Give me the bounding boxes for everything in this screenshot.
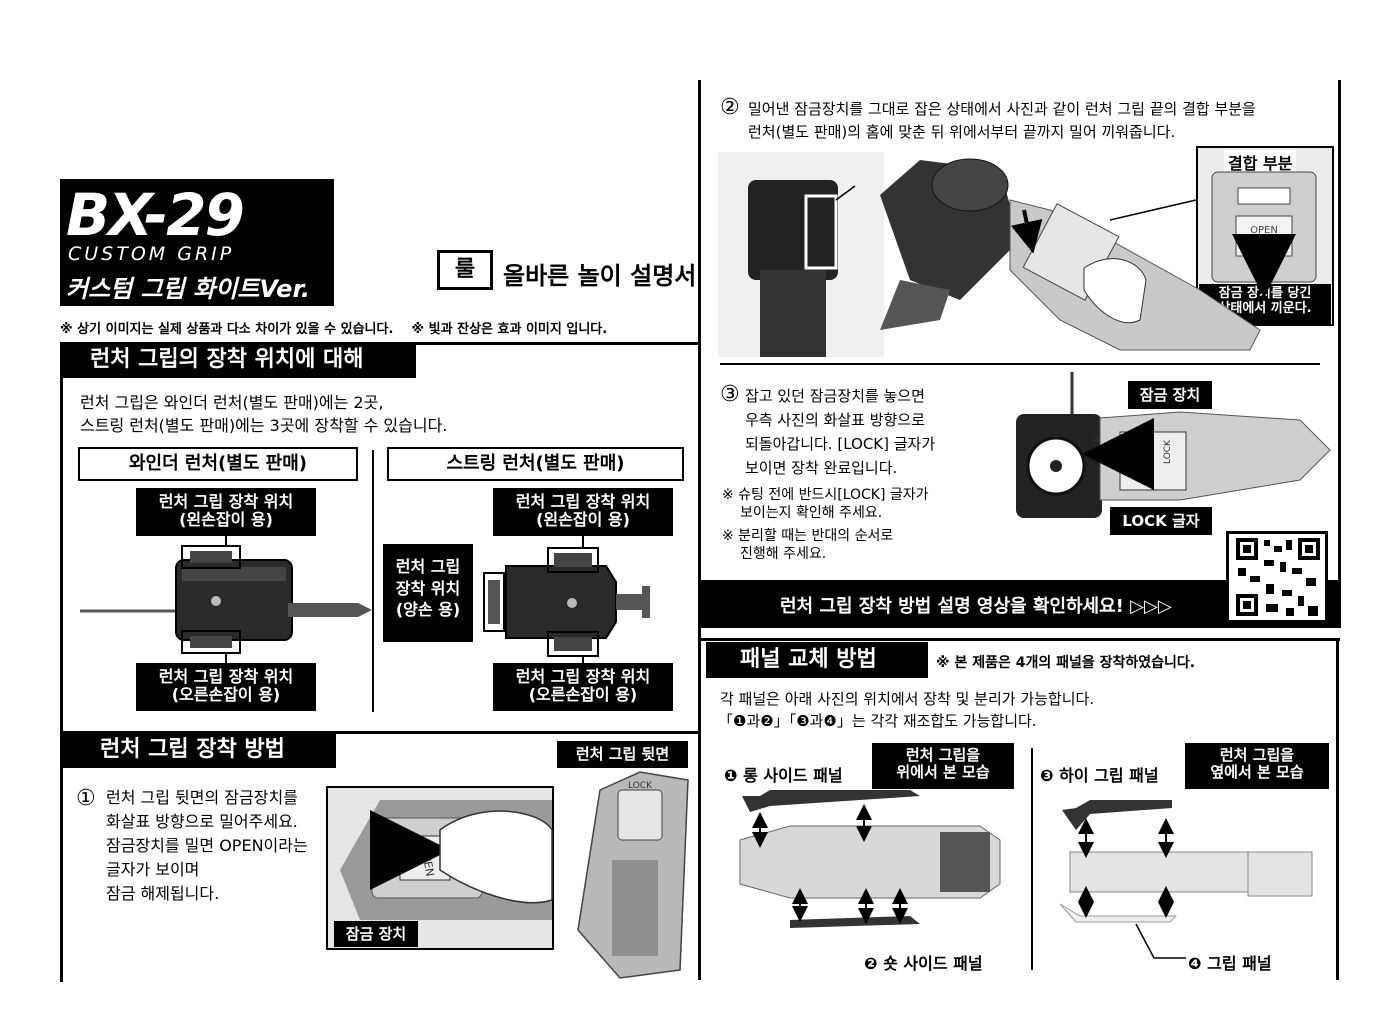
label-line: (오른손잡이 용): [528, 684, 638, 704]
label-line: 상태에서 끼운다.: [1218, 300, 1312, 316]
step3-note1: ※ 슈팅 전에 반드시[LOCK] 글자가 보이는지 확인해 주세요.: [722, 486, 929, 522]
attach-section-title: 런처 그립 장착 방법: [60, 732, 336, 768]
label-line: (오른손잡이 용): [171, 684, 281, 704]
step-line: 화살표 방향으로 밀어주세요.: [106, 812, 298, 831]
step-line: 런처 그립 뒷면의 잠금장치를: [106, 788, 298, 807]
step1-text: 런처 그립 뒷면의 잠금장치를 화살표 방향으로 밀어주세요. 잠금장치를 밀면…: [106, 786, 308, 906]
step-line: 우측 사진의 화살표 방향으로: [745, 411, 925, 429]
rule-title: 올바른 놀이 설명서: [503, 262, 697, 290]
step3-number: ③: [720, 382, 740, 407]
grip-back-view: LOCK: [577, 771, 689, 979]
label-line: 장착 위치: [395, 578, 461, 598]
rule-badge: 룰: [437, 250, 493, 290]
note-line: 진행해 주세요.: [740, 546, 827, 562]
step3-lock-callout: 잠금 장치: [1128, 381, 1212, 409]
winder-pos-right-label: 런처 그립 장착 위치 (오른손잡이 용): [136, 663, 316, 711]
note-line: ※ 분리할 때는 반대의 순서로: [722, 528, 894, 544]
panel-right-frame: [1336, 638, 1339, 980]
step2-line2: 런처(별도 판매)의 홈에 맞춘 뒤 위에서부터 끝까지 밀어 끼워줍니다.: [748, 123, 1176, 141]
label-line: 런처 그립 장착 위치: [515, 492, 651, 511]
label-line: 런처 그립을: [1219, 746, 1295, 764]
panel-note: ※ 본 제품은 4개의 패널을 장착하였습니다.: [936, 655, 1196, 671]
back-view-label: 런처 그립 뒷면: [557, 741, 688, 768]
step-line: 되돌아갑니다. [LOCK] 글자가: [745, 435, 936, 453]
panel-side-view-illustration: [1059, 800, 1313, 959]
step1-lock-callout: 잠금 장치: [334, 921, 418, 947]
step2-number: ②: [720, 95, 740, 120]
label-line: 런처 그립 장착 위치: [158, 492, 294, 511]
winder-launcher-header: 와인더 런처(별도 판매): [78, 447, 358, 481]
label-line: 옆에서 본 모습: [1210, 762, 1304, 781]
video-banner-text: 런처 그립 장착 방법 설명 영상을 확인하세요! ▷▷▷: [780, 596, 1172, 617]
top-view-label: 런처 그립을 위에서 본 모습: [872, 743, 1014, 789]
label-line: 위에서 본 모습: [896, 762, 990, 781]
pull-lock-label: 잠금 장치를 당긴 상태에서 끼운다.: [1199, 284, 1331, 324]
step3-text: 잡고 있던 잠금장치를 놓으면 우측 사진의 화살표 방향으로 되돌아갑니다. …: [745, 384, 935, 480]
right-step-divider: [720, 363, 1320, 365]
string-pos-both-label: 런처 그립 장착 위치 (양손 용): [383, 544, 473, 642]
left-frame: [60, 342, 63, 982]
panel-section-title: 패널 교체 방법: [706, 642, 928, 678]
lock-marking: LOCK: [628, 781, 653, 791]
string-pos-left-label: 런처 그립 장착 위치 (왼손잡이 용): [493, 488, 673, 536]
panel-top-view-illustration: [739, 790, 1001, 928]
label-line: 잠금 장치를 당긴: [1218, 286, 1312, 301]
step1-number: ①: [76, 786, 96, 811]
step-line: 글자가 보이며: [106, 860, 200, 879]
side-view-label: 런처 그립을 옆에서 본 모습: [1185, 743, 1329, 789]
winder-launcher-illustration: [80, 536, 372, 663]
model-subtitle: CUSTOM GRIP: [68, 243, 235, 265]
label-line: 런처 그립 장착 위치: [515, 667, 651, 686]
panel-divider: [1031, 748, 1033, 970]
center-divider: [698, 80, 701, 980]
model-number: BX-29: [66, 181, 245, 249]
step-line: 보이면 장착 완료입니다.: [745, 459, 898, 477]
lock-marking: LOCK: [1163, 439, 1173, 464]
string-launcher-illustration: [483, 536, 650, 663]
label-line: 런처 그립을: [905, 746, 981, 764]
label-line: 런처 그립 장착 위치: [158, 667, 294, 686]
position-section-title: 런처 그립의 장착 위치에 대해: [60, 342, 416, 378]
panel-desc-l2: 「❶과❷」「❸과❹」는 각각 재조합도 가능합니다.: [718, 712, 1037, 730]
step3-note2: ※ 분리할 때는 반대의 순서로 진행해 주세요.: [722, 527, 893, 563]
qr-code-frame[interactable]: [1226, 531, 1328, 623]
note-line: 보이는지 확인해 주세요.: [740, 505, 883, 521]
label-line: (왼손잡이 용): [179, 509, 273, 529]
note-line: ※ 슈팅 전에 반드시[LOCK] 글자가: [722, 487, 929, 503]
panel-top-frame: [700, 638, 1340, 641]
label-line: (양손 용): [395, 600, 461, 620]
step-line: 잠금장치를 밀면 OPEN이라는: [106, 836, 308, 855]
model-badge: BX-29 CUSTOM GRIP 커스텀 그립 화이트Ver.: [60, 179, 334, 306]
position-desc-line2: 스트링 런처(별도 판매)에는 3곳에 장착할 수 있습니다.: [80, 416, 448, 435]
joint-label: 결합 부분: [1224, 150, 1297, 174]
winder-pos-left-label: 런처 그립 장착 위치 (왼손잡이 용): [136, 488, 316, 536]
panel1-label: ❶ 롱 사이드 패널: [724, 766, 843, 785]
lock-marking: LOCK: [1093, 435, 1103, 460]
panel-desc-l1: 각 패널은 아래 사진의 위치에서 장착 및 분리가 가능합니다.: [720, 690, 1095, 708]
label-line: (왼손잡이 용): [536, 509, 630, 529]
string-pos-right-label: 런처 그립 장착 위치 (오른손잡이 용): [493, 663, 673, 711]
label-line: 런처 그립: [395, 557, 461, 576]
position-desc-line1: 런처 그립은 와인더 런처(별도 판매)에는 2곳,: [80, 393, 384, 412]
image-notice: ※ 상기 이미지는 실제 상품과 다소 차이가 있을 수 있습니다. ※ 빛과 …: [60, 322, 608, 337]
groove-label: 홈: [851, 174, 866, 193]
right-frame: [1338, 80, 1341, 628]
step-line: 잡고 있던 잠금장치를 놓으면: [745, 387, 925, 405]
product-name: 커스텀 그립 화이트Ver.: [66, 275, 310, 303]
panel3-label: ❸ 하이 그립 패널: [1040, 766, 1159, 785]
panel4-label: ❹ 그립 패널: [1188, 954, 1272, 973]
string-launcher-header: 스트링 런처(별도 판매): [387, 447, 684, 481]
left-mid-frame: [60, 731, 698, 734]
lock-text-callout: LOCK 글자: [1110, 507, 1212, 535]
panel2-label: ❷ 숏 사이드 패널: [864, 954, 983, 973]
launcher-divider: [372, 450, 374, 712]
step2-line1: 밀어낸 잠금장치를 그대로 잡은 상태에서 사진과 같이 런처 그립 끝의 결합…: [748, 100, 1256, 118]
step-line: 잠금 해제됩니다.: [106, 884, 220, 903]
